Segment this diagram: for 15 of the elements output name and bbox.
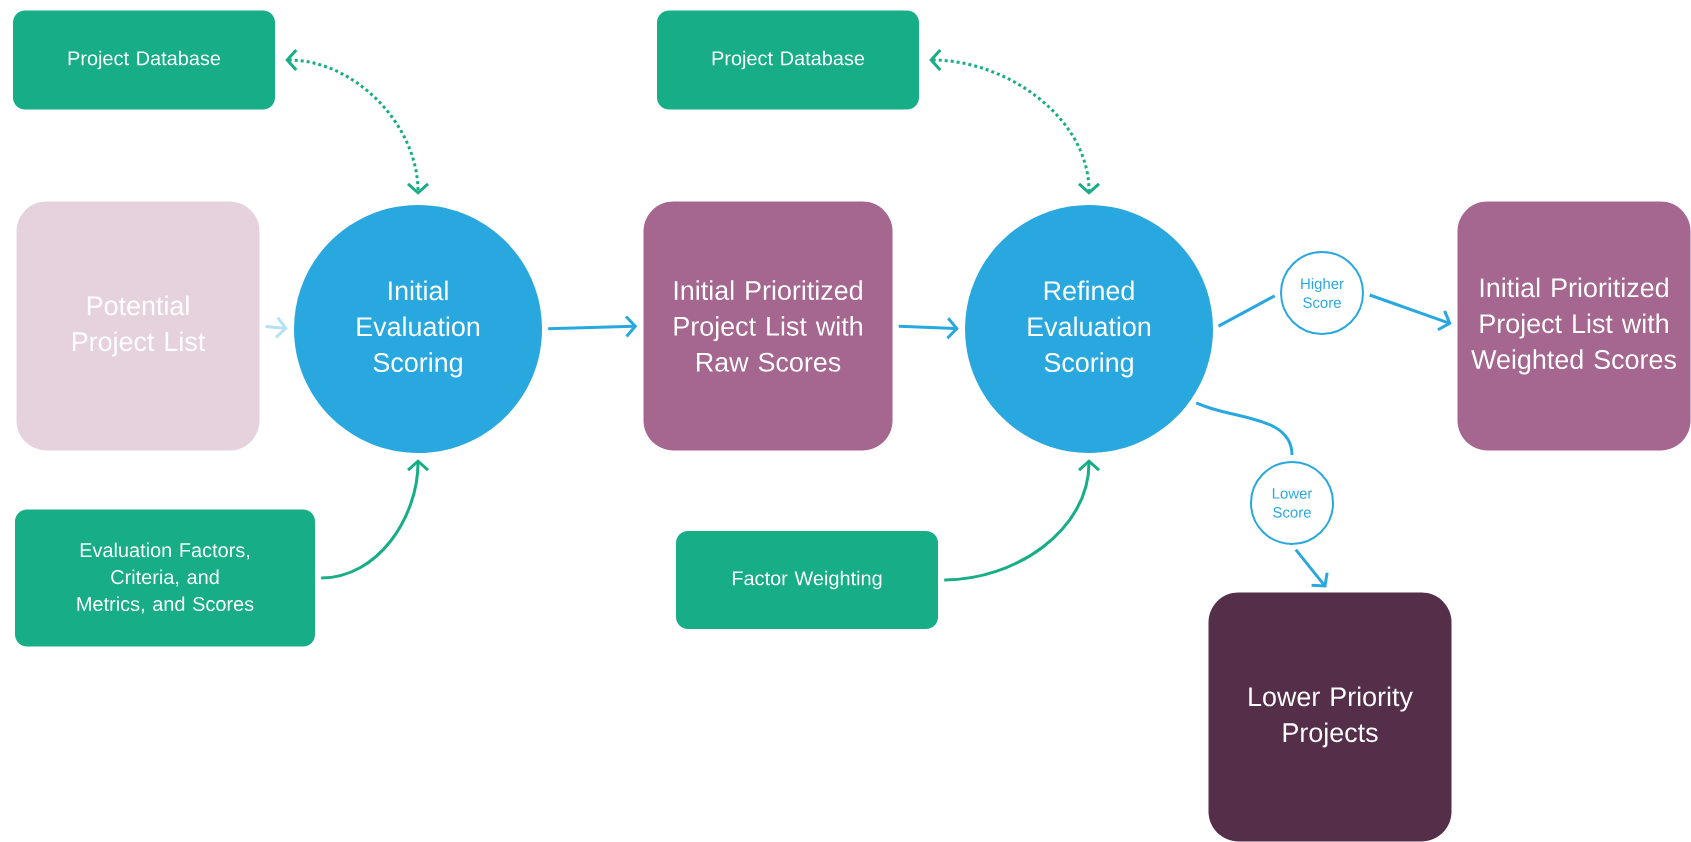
process-box: Initial Prioritized Project List with Weighted Scores xyxy=(1457,201,1691,451)
arrow xyxy=(898,317,959,340)
process-box: Lower Priority Projects xyxy=(1208,592,1452,842)
arrow xyxy=(548,315,638,338)
arrow xyxy=(929,49,1100,195)
input-box: Factor Weighting xyxy=(676,531,938,629)
input-box: Project Database xyxy=(657,10,919,110)
arrow xyxy=(285,49,429,195)
arrow xyxy=(1294,548,1329,588)
arrow xyxy=(321,459,429,580)
process-box: Initial Prioritized Project List with Raw Scores xyxy=(643,201,893,451)
arrow xyxy=(944,459,1100,582)
input-box: Project Database xyxy=(13,10,275,110)
arrow xyxy=(1369,293,1452,332)
input-box: Evaluation Factors, Criteria, and Metrics, and Scores xyxy=(15,509,315,647)
